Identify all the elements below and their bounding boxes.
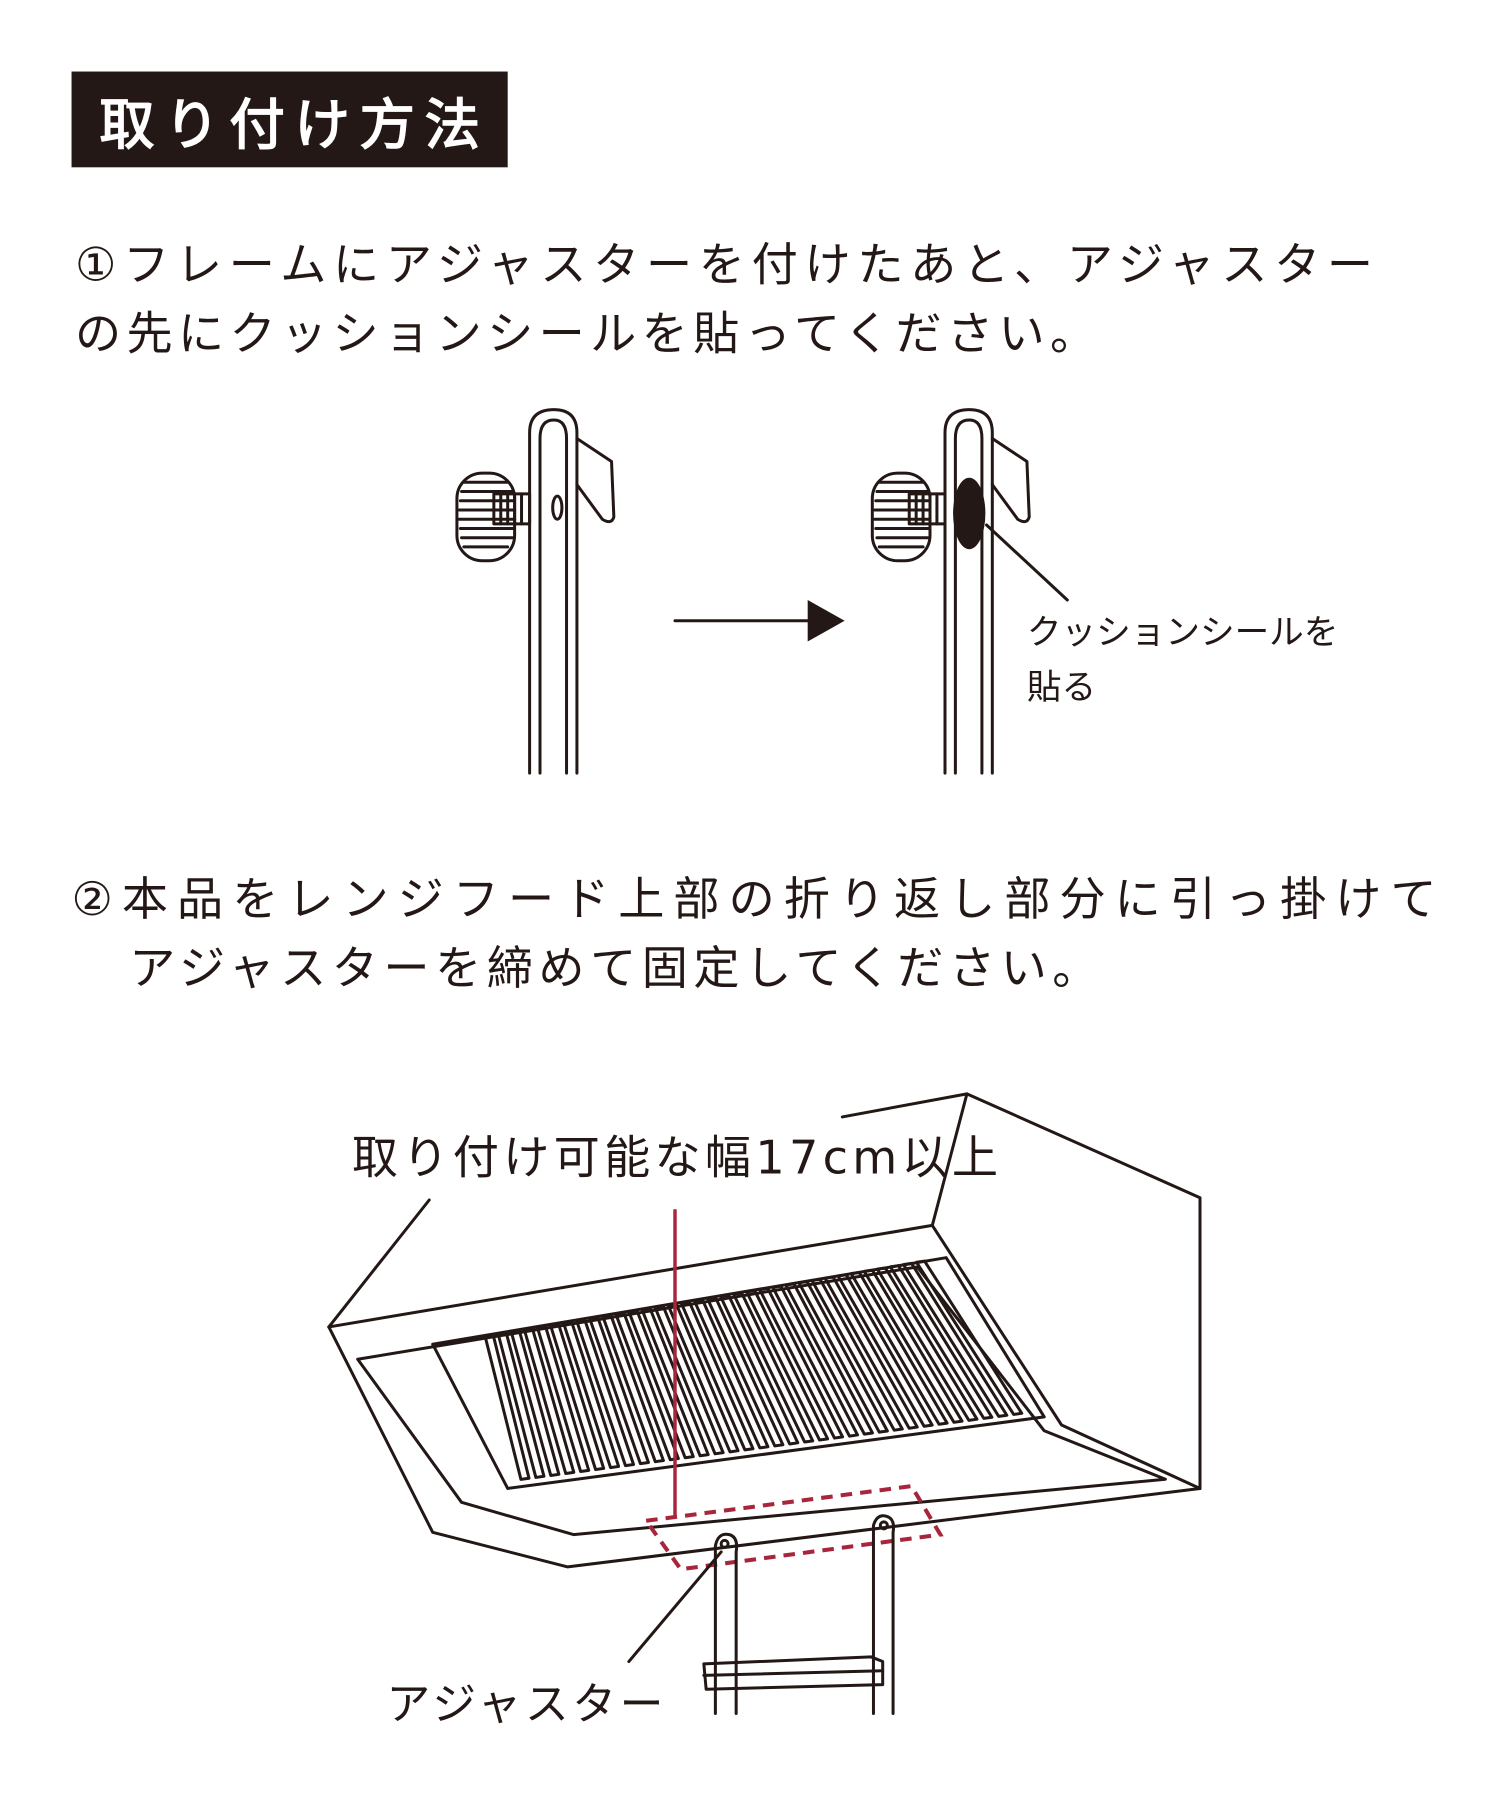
grille-slat	[771, 1284, 860, 1438]
cushion-callout-line1: クッションシールを	[1027, 613, 1338, 653]
grille-slat	[875, 1266, 979, 1422]
grille-slat	[862, 1268, 964, 1424]
step2-text-line1: ②本品をレンジフード上部の折り返し部分に引っ掛けて	[72, 872, 1437, 926]
mounting-area-dashed-outline	[642, 1483, 944, 1572]
grille-slat	[915, 1259, 1024, 1416]
title-banner: 取り付け方法	[71, 71, 508, 168]
grille-slat	[679, 1300, 755, 1452]
adjuster-leader-line	[627, 1550, 723, 1664]
cushion-callout-line2: 貼る	[1027, 668, 1096, 708]
grille-slat	[732, 1291, 815, 1444]
step2-text-line2: アジャスターを締めて固定してください。	[129, 941, 1098, 995]
grille-slat	[745, 1289, 830, 1442]
adjuster-bracket-illustration	[702, 1514, 896, 1715]
frame-with-adjuster-illustration	[455, 408, 616, 775]
grille-slat	[523, 1327, 576, 1475]
step1-text-line1: ①フレームにアジャスターを付けたあと、アジャスター	[75, 237, 1373, 291]
grille-slat	[549, 1323, 606, 1472]
grille-slat	[797, 1280, 889, 1434]
grille-slat	[653, 1305, 725, 1456]
step1-text-line2: の先にクッションシールを貼ってください。	[75, 307, 1096, 361]
grille-slat	[849, 1271, 949, 1426]
grille-slat	[483, 1334, 531, 1481]
frame-with-cushion-illustration	[870, 408, 1031, 775]
grille-slat	[705, 1296, 785, 1448]
grille-slat	[536, 1325, 591, 1474]
grille-slat	[562, 1321, 621, 1470]
grille-slat	[888, 1264, 994, 1420]
grille-slat	[901, 1261, 1009, 1418]
grille-slat	[614, 1311, 680, 1462]
grille-slat	[588, 1316, 650, 1466]
width-label: 取り付け可能な幅17cm以上	[352, 1130, 998, 1184]
grille-slat	[692, 1298, 770, 1450]
grille-slat	[719, 1293, 800, 1446]
grille-slat	[784, 1282, 874, 1436]
grille-slat	[758, 1286, 845, 1440]
grille-slat	[823, 1275, 919, 1430]
hood-grille-slats	[483, 1259, 1024, 1481]
grille-slat	[496, 1332, 546, 1479]
grille-slat	[627, 1309, 695, 1460]
adjuster-label: アジャスター	[387, 1679, 664, 1730]
grille-slat	[640, 1307, 710, 1458]
grille-slat	[575, 1318, 636, 1468]
grille-slat	[836, 1273, 934, 1428]
grille-slat	[510, 1330, 561, 1477]
grille-slat	[601, 1314, 665, 1464]
range-hood-illustration	[327, 1092, 1202, 1569]
arrow-icon	[673, 600, 845, 642]
grille-slat	[810, 1277, 904, 1432]
callout-leader-line	[985, 523, 1069, 602]
